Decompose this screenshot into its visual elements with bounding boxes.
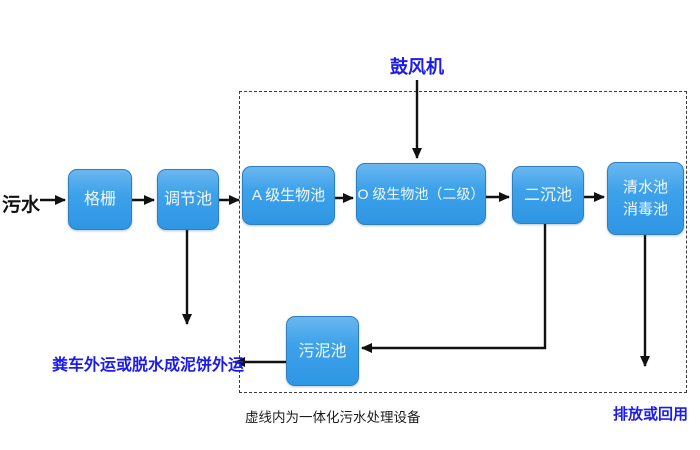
node-a-bio-tank: A 级生物池 [242, 166, 335, 225]
node-grid-label: 格栅 [83, 191, 116, 208]
blower-label: 鼓风机 [390, 57, 444, 77]
node-regulating-tank: 调节池 [157, 169, 219, 230]
node-o-bio-tank-label: O 级生物池（二级） [357, 185, 485, 202]
node-secondary-clarifier-label: 二沉池 [523, 186, 572, 204]
node-sludge-tank-label: 污泥池 [298, 342, 347, 360]
effluent-label: 排放或回用 [613, 406, 689, 423]
equipment-caption-label: 虚线内为一体化污水处理设备 [245, 410, 421, 425]
node-secondary-clarifier: 二沉池 [512, 166, 584, 224]
integrated-equipment-boundary [239, 91, 687, 393]
node-clear-water-label: 清水池 [622, 178, 668, 196]
node-a-bio-tank-label: A 级生物池 [251, 187, 326, 204]
node-o-bio-tank: O 级生物池（二级） [356, 163, 486, 225]
node-clear-water-disinfection-tank: 清水池 消毒池 [607, 162, 684, 235]
node-disinfection-label: 消毒池 [622, 200, 668, 218]
node-regulating-tank-label: 调节池 [163, 191, 212, 208]
influent-label: 污水 [2, 195, 41, 216]
node-grid: 格栅 [68, 169, 132, 230]
node-sludge-tank: 污泥池 [286, 316, 359, 386]
arrow-clarifier-to-sludge [361, 222, 547, 353]
sludge-disposal-label: 粪车外运或脱水成泥饼外运 [52, 357, 245, 374]
